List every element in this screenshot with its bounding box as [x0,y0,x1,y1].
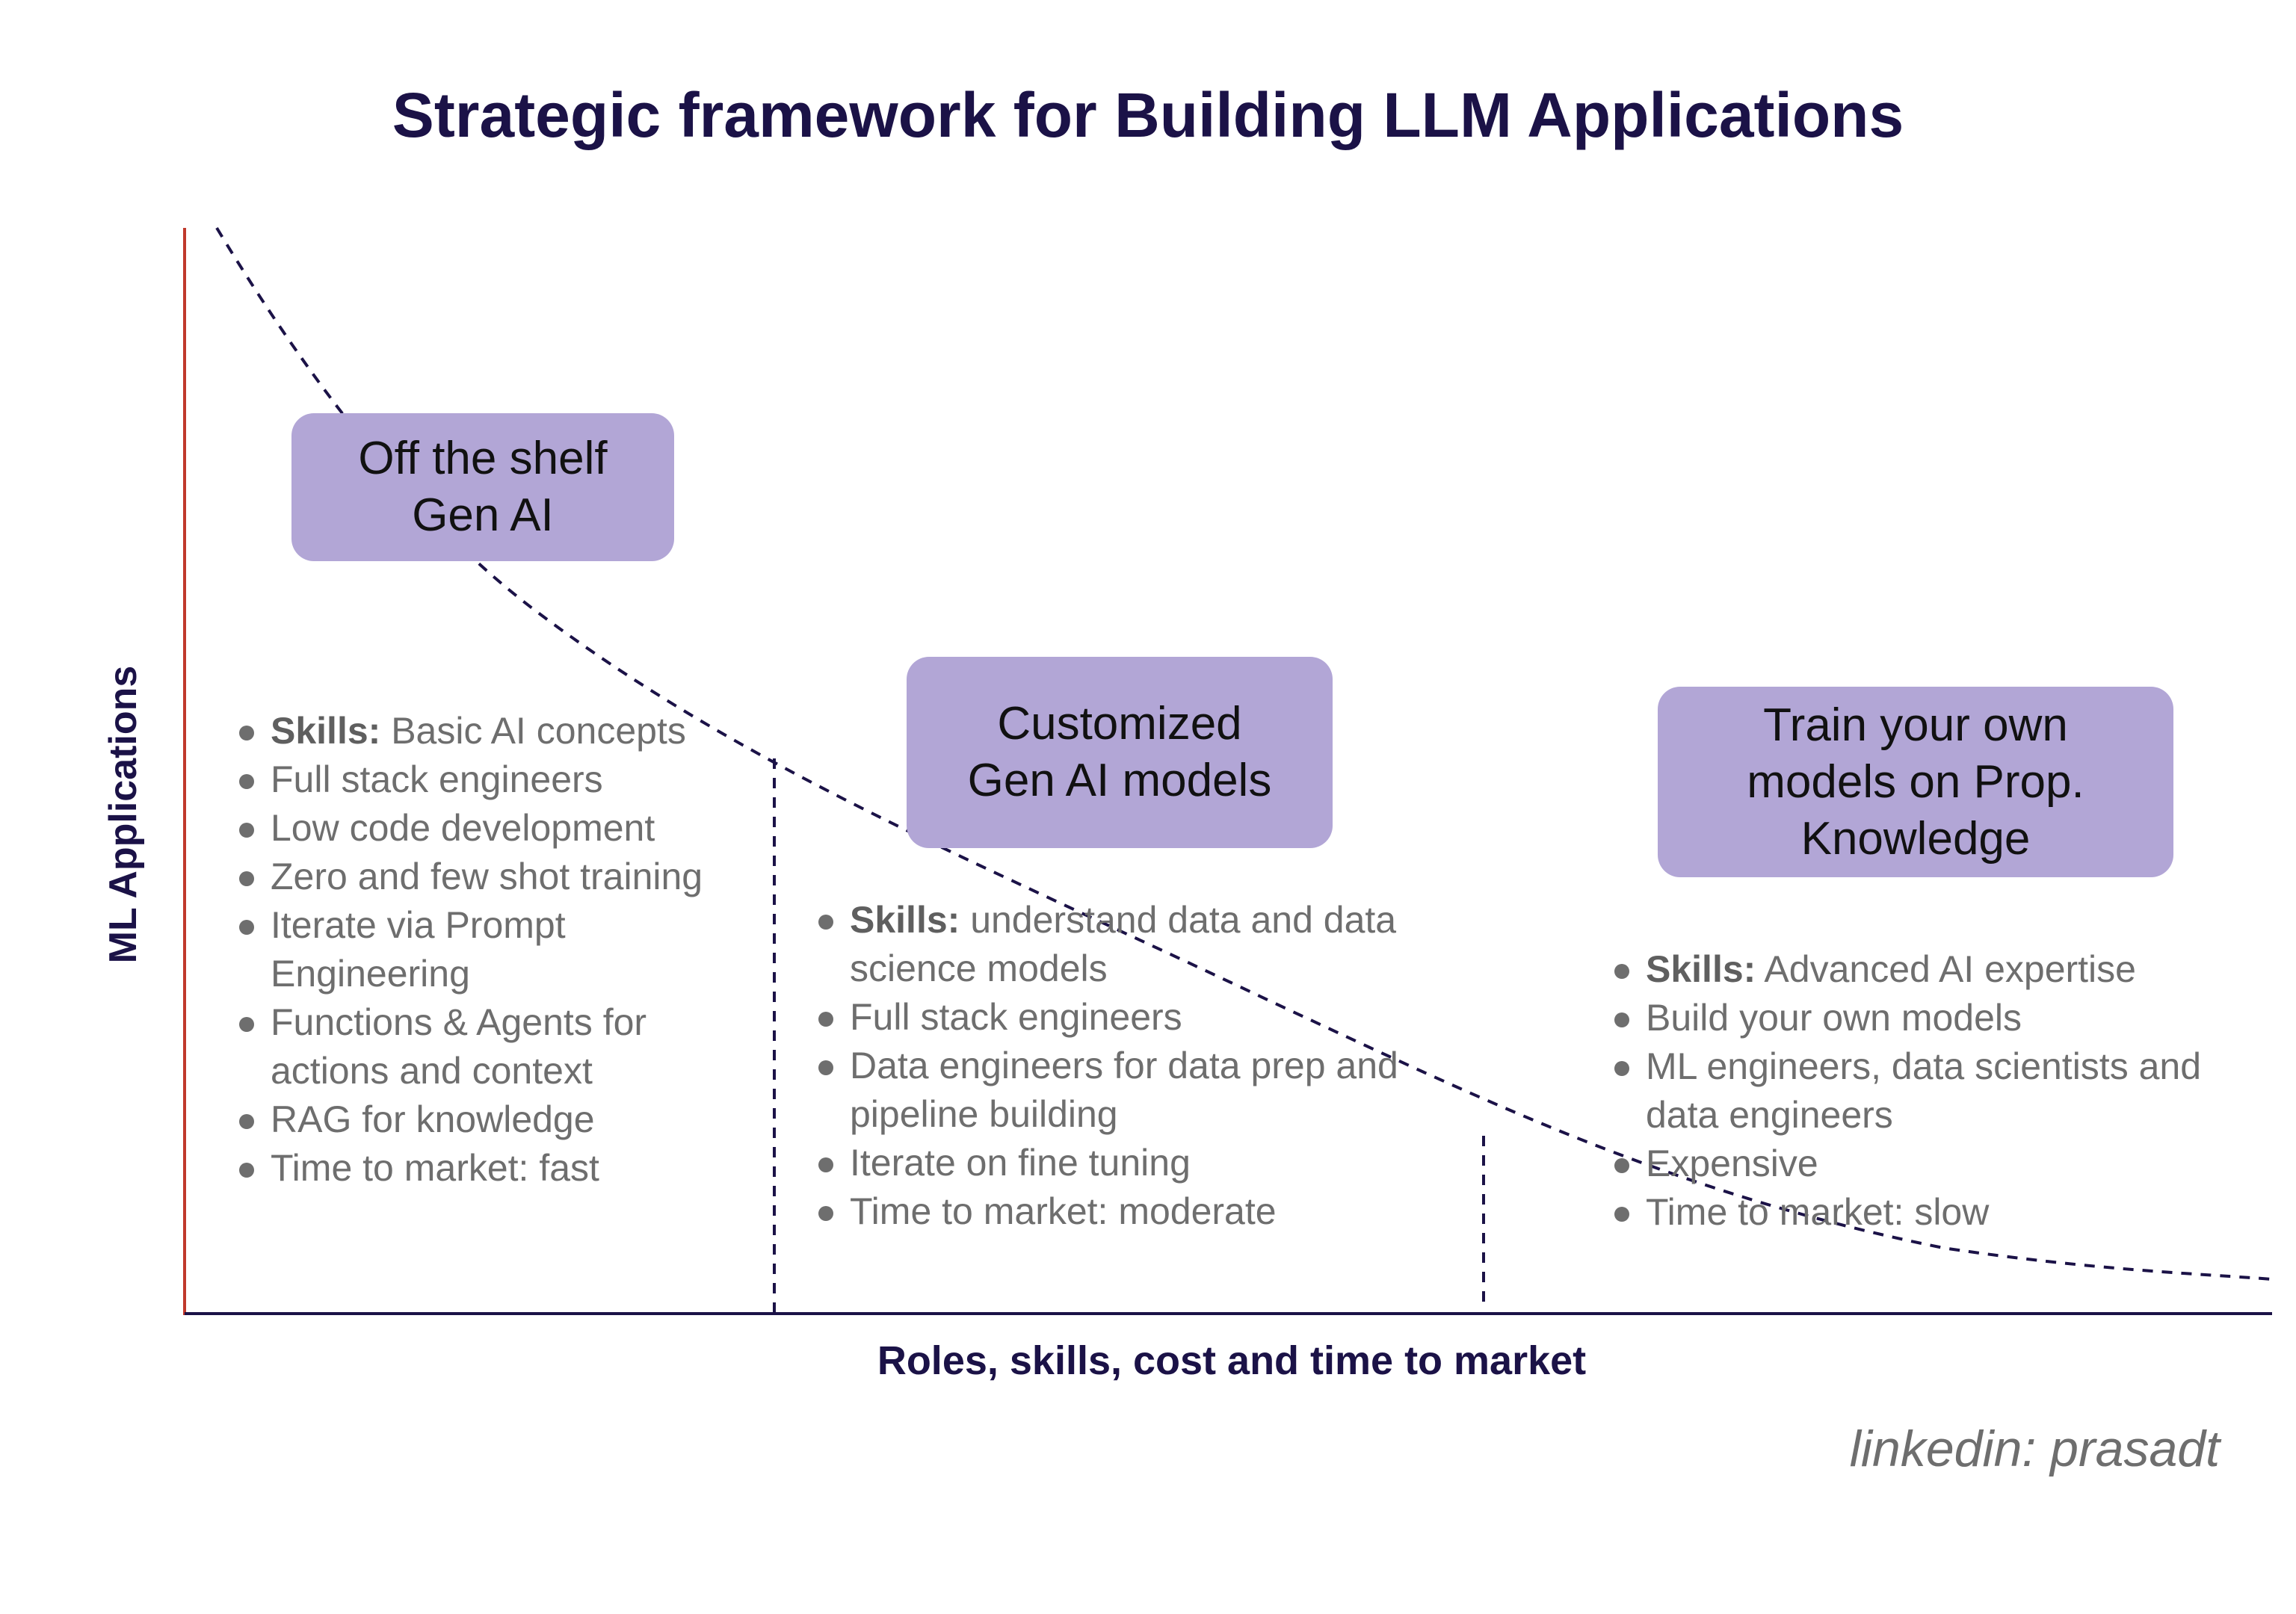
bullet-text: Full stack engineers [271,758,603,800]
bullet-dot-icon [818,1157,833,1172]
bullet-dot-icon [239,1114,254,1129]
bullet-dot-icon [239,1163,254,1178]
bullet-text: Time to market: fast [271,1147,599,1189]
bullet-item: RAG for knowledge [236,1095,774,1144]
bullet-dot-icon [239,1017,254,1032]
stage-2-bullet-list: Skills: understand data and data science… [815,896,1398,1236]
bullet-text: understand data and data science models [850,899,1397,989]
bullet-item: Skills: understand data and data science… [815,896,1398,993]
bullet-dot-icon [818,1206,833,1221]
bullet-text: Full stack engineers [850,996,1182,1038]
bullet-text: Expensive [1646,1143,1818,1184]
bullet-item: Iterate via Prompt Engineering [236,901,774,998]
bullet-dot-icon [239,823,254,838]
bullet-text: Zero and few shot training [271,856,703,897]
bullet-item: Skills: Advanced AI expertise [1611,945,2202,994]
bullet-text: Iterate on fine tuning [850,1142,1191,1184]
bullet-item: Time to market: fast [236,1144,774,1193]
bullet-text: Low code development [271,807,655,849]
bullet-dot-icon [239,871,254,886]
bullet-dot-icon [239,920,254,935]
bullet-item: Skills: Basic AI concepts [236,707,774,755]
x-axis-label: Roles, skills, cost and time to market [877,1338,1587,1383]
bullet-item: Functions & Agents for actions and conte… [236,998,774,1095]
bullet-dot-icon [818,1060,833,1075]
bullet-dot-icon [818,1012,833,1027]
bullet-dot-icon [1614,1061,1629,1076]
credit-text: linkedin: prasadt [1849,1420,2220,1477]
bullet-item: Low code development [236,804,774,853]
bullet-item: Time to market: moderate [815,1187,1398,1236]
bullet-item: ML engineers, data scientists and data e… [1611,1042,2202,1140]
bullet-dot-icon [1614,964,1629,979]
bullet-item: Time to market: slow [1611,1188,2202,1237]
bullet-text: Advanced AI expertise [1756,948,2136,990]
bullet-bold-label: Skills: [850,899,960,941]
bullet-bold-label: Skills: [271,710,381,752]
bullet-item: Iterate on fine tuning [815,1139,1398,1187]
bullet-item: Full stack engineers [236,755,774,804]
bullet-text: RAG for knowledge [271,1098,595,1140]
bullet-item: Full stack engineers [815,993,1398,1042]
bullet-text: Time to market: slow [1646,1191,1990,1233]
bullet-item: Data engineers for data prep and pipelin… [815,1042,1398,1139]
bullet-item: Build your own models [1611,994,2202,1042]
bullet-text: Iterate via Prompt Engineering [271,904,566,995]
bullet-item: Expensive [1611,1140,2202,1188]
bullet-dot-icon [239,726,254,740]
stage-box-customized: Customized Gen AI models [907,657,1333,848]
bullet-text: Data engineers for data prep and pipelin… [850,1045,1398,1135]
diagram-title: Strategic framework for Building LLM App… [392,80,1904,150]
stage-box-train-your-own: Train your own models on Prop. Knowledge [1658,687,2173,877]
bullet-dot-icon [1614,1207,1629,1222]
bullet-bold-label: Skills: [1646,948,1756,990]
bullet-item: Zero and few shot training [236,853,774,901]
bullet-dot-icon [1614,1158,1629,1173]
bullet-text: Build your own models [1646,997,2022,1039]
stage-box-off-the-shelf: Off the shelf Gen AI [291,413,674,561]
bullet-text: Time to market: moderate [850,1190,1277,1232]
bullet-text: Functions & Agents for actions and conte… [271,1001,647,1092]
y-axis-label: ML Applications [102,665,145,964]
bullet-text: ML engineers, data scientists and data e… [1646,1045,2202,1136]
bullet-dot-icon [1614,1012,1629,1027]
bullet-text: Basic AI concepts [380,710,686,752]
bullet-dot-icon [239,774,254,789]
bullet-dot-icon [818,915,833,930]
